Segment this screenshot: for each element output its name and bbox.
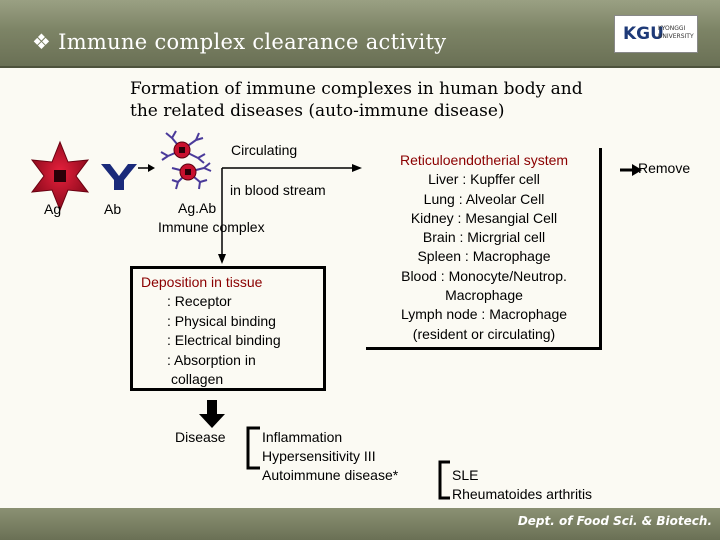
footer-bar: Dept. of Food Sci. & Biotech. <box>0 508 720 540</box>
reticulo-item: Kidney : Mesangial Cell <box>410 209 558 226</box>
arrow-to-complex <box>138 164 155 172</box>
deposition-item: : Absorption in <box>167 351 256 368</box>
arrow-to-reticulo <box>222 164 362 172</box>
deposition-item: : Physical binding <box>167 312 276 329</box>
reticulo-item: Lung : Alveolar Cell <box>423 190 545 207</box>
immune-complex-label: Immune complex <box>158 219 265 235</box>
slide-title-text: Immune complex clearance activity <box>58 30 447 54</box>
autoimmune-item-sle: SLE <box>452 467 479 483</box>
arrow-to-deposition <box>218 168 226 264</box>
reticulo-item: Liver : Kupffer cell <box>428 171 540 188</box>
university-logo: KGU KYONGGI UNIVERSITY <box>614 15 698 53</box>
in-blood-stream-label: in blood stream <box>230 182 326 198</box>
arrow-to-disease <box>199 400 225 428</box>
reticulo-item: Macrophage <box>445 287 523 304</box>
remove-label: Remove <box>638 160 691 176</box>
deposition-box: Deposition in tissue : Receptor : Physic… <box>130 266 326 391</box>
reticulo-item: (resident or circulating) <box>412 325 556 342</box>
arrow-to-remove <box>620 164 642 176</box>
disease-item-hypersensitivity: Hypersensitivity III <box>262 448 376 464</box>
circulating-label: Circulating <box>231 142 298 158</box>
subtitle-line-2: the related diseases (auto-immune diseas… <box>130 101 505 121</box>
deposition-title: Deposition in tissue <box>141 274 263 290</box>
slide-title: ❖ Immune complex clearance activity <box>32 30 446 54</box>
deposition-item: : Receptor <box>167 293 232 310</box>
disease-label: Disease <box>175 429 226 445</box>
reticulo-item: Spleen : Macrophage <box>417 248 551 265</box>
deposition-item: : Electrical binding <box>167 332 281 349</box>
subtitle-line-1: Formation of immune complexes in human b… <box>130 79 583 99</box>
logo-main-text: KGU <box>623 24 664 44</box>
ab-label: Ab <box>104 201 122 217</box>
logo-sub-text: KYONGGI UNIVERSITY <box>658 25 694 40</box>
reticulo-box: Reticuloendotherial system Liver : Kupff… <box>366 148 602 350</box>
antibody-icon <box>101 164 137 190</box>
autoimmune-item-ra: Rheumatoides arthritis <box>452 486 593 502</box>
antigen-icon <box>30 140 90 212</box>
reticulo-item: Lymph node : Macrophage <box>400 306 568 323</box>
ag-label: Ag <box>44 201 62 217</box>
reticulo-title: Reticuloendotherial system <box>399 152 569 168</box>
autoimmune-bracket <box>438 460 450 500</box>
disease-item-autoimmune: Autoimmune disease* <box>262 467 399 483</box>
footer-department: Dept. of Food Sci. & Biotech. <box>517 514 712 528</box>
deposition-item: collagen <box>171 371 224 388</box>
reticulo-item: Brain : Micrgrial cell <box>422 229 546 246</box>
reticulo-item: Blood : Monocyte/Neutrop. <box>401 267 567 284</box>
diamond-bullet-icon: ❖ <box>32 30 52 54</box>
immune-complex-icon <box>160 130 212 190</box>
disease-item-inflammation: Inflammation <box>262 429 343 445</box>
agab-label: Ag.Ab <box>178 200 217 216</box>
disease-bracket <box>246 426 260 470</box>
slide-subtitle: Formation of immune complexes in human b… <box>130 78 690 122</box>
header-bar: ❖ Immune complex clearance activity KGU … <box>0 0 720 68</box>
